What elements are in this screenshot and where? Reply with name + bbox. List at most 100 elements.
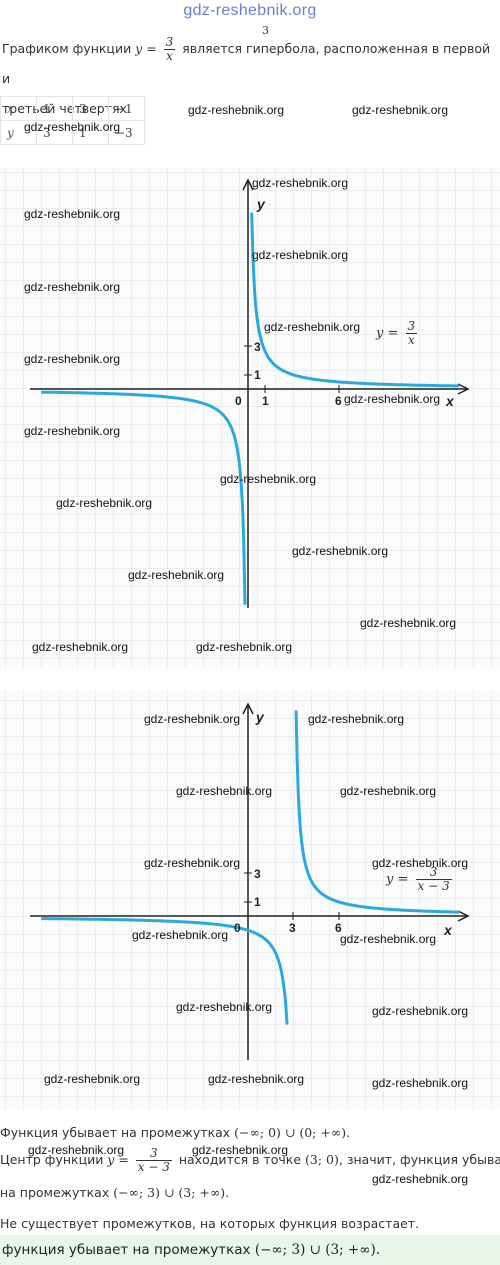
y-axis-arrow-icon: [242, 702, 254, 715]
watermark: gdz-reshebnik.org: [24, 424, 121, 438]
intro-prefix: Графиком функции: [2, 41, 136, 56]
watermark: gdz-reshebnik.org: [292, 544, 389, 558]
watermark: gdz-reshebnik.org: [56, 496, 153, 510]
watermark: gdz-reshebnik.org: [176, 784, 273, 798]
tick-label-x6: 6: [335, 394, 342, 408]
graph-1-grid: [0, 168, 500, 668]
function-label-2-lhs: y =: [386, 872, 413, 887]
intro-suffix: является гипербола, расположенная в перв…: [2, 41, 491, 86]
function-label-1-num: 3: [405, 319, 418, 334]
conclusion-4-text: Не существует промежутков, на которых фу…: [0, 1216, 420, 1231]
conclusion-2-mid: находится в точке: [174, 1152, 306, 1167]
watermark: gdz-reshebnik.org: [344, 392, 441, 406]
table-cell: −3: [108, 120, 145, 145]
watermark: gdz-reshebnik.org: [28, 1143, 125, 1157]
watermark: gdz-reshebnik.org: [372, 1076, 469, 1090]
watermark: gdz-reshebnik.org: [32, 640, 129, 654]
watermark: gdz-reshebnik.org: [340, 784, 437, 798]
function-label-1-lhs: y =: [376, 326, 403, 341]
conclusion-line-1: Функция убывает на промежутках (−∞; 0) ∪…: [0, 1125, 350, 1140]
conclusion-2-num: 3: [135, 1147, 172, 1161]
x-axis-arrow-icon: [457, 910, 470, 922]
table-cell: 3: [72, 96, 109, 121]
watermark: gdz-reshebnik.org: [24, 280, 121, 294]
watermark: gdz-reshebnik.org: [208, 1072, 305, 1086]
conclusion-2-suffix: , значит, функция убывает: [338, 1152, 500, 1167]
watermark: gdz-reshebnik.org: [372, 1172, 469, 1186]
tick-label-y1: 1: [254, 368, 261, 382]
watermark: gdz-reshebnik.org: [24, 352, 121, 366]
watermark: gdz-reshebnik.org: [24, 207, 121, 221]
conclusion-2-y: y: [107, 1152, 115, 1167]
intro-y-var: y: [135, 41, 143, 56]
conclusion-2-point: (3; 0): [305, 1152, 339, 1167]
answer-box: функция убывает на промежутках (−∞; 3) ∪…: [0, 1235, 500, 1265]
hyperbola-branch-positive: [294, 710, 460, 914]
watermark: gdz-reshebnik.org: [132, 928, 229, 942]
conclusion-3-prefix: на промежутках: [0, 1185, 114, 1200]
values-table: x 1 3 −1 y 3 1 −3: [0, 96, 145, 145]
tick-label-x3: 3: [289, 921, 296, 935]
watermark: gdz-reshebnik.org: [144, 856, 241, 870]
intro-frac-den: x: [166, 49, 173, 63]
watermark: gdz-reshebnik.org: [352, 103, 449, 117]
y-axis-label: y: [256, 196, 266, 212]
watermark: gdz-reshebnik.org: [340, 932, 437, 946]
table-cell: 1: [72, 120, 109, 145]
watermark: gdz-reshebnik.org: [44, 1072, 141, 1086]
function-label-2-num: 3: [415, 866, 452, 880]
watermark: gdz-reshebnik.org: [196, 640, 293, 654]
x-axis-label: x: [445, 393, 455, 409]
stray-digit: 3: [262, 24, 269, 37]
watermark: gdz-reshebnik.org: [372, 856, 469, 870]
conclusion-1-math: (−∞; 0) ∪ (0; +∞).: [234, 1125, 351, 1140]
x-axis-label: x: [443, 922, 453, 938]
table-cell: 1: [36, 96, 73, 121]
conclusion-2-eq: =: [114, 1152, 133, 1167]
table-cell: −1: [108, 96, 145, 121]
table-cell: x: [0, 96, 37, 121]
watermark: gdz-reshebnik.org: [24, 120, 121, 134]
watermark: gdz-reshebnik.org: [176, 1000, 273, 1014]
table-row-y: y 3 1 −3: [0, 120, 145, 145]
watermark: gdz-reshebnik.org: [144, 712, 241, 726]
watermark: gdz-reshebnik.org: [252, 248, 349, 262]
graph-1-canvas: y x 0 1 6 1 3: [0, 168, 500, 668]
watermark: gdz-reshebnik.org: [372, 1004, 469, 1018]
tick-label-zero: 0: [234, 921, 241, 935]
watermark: gdz-reshebnik.org: [308, 712, 405, 726]
graph-2-canvas: y x 0 3 6 1 3: [0, 690, 500, 1110]
top-watermark: gdz-reshebnik.org: [183, 2, 317, 19]
x-axis-arrow-icon: [457, 383, 470, 395]
hyperbola-branch-positive: [250, 212, 460, 388]
conclusion-line-3: на промежутках (−∞; 3) ∪ (3; +∞).: [0, 1185, 229, 1200]
function-label-1-den: x: [407, 333, 415, 347]
watermark: gdz-reshebnik.org: [264, 320, 361, 334]
y-axis-label: y: [255, 709, 265, 725]
function-label-2-den: x − 3: [417, 879, 450, 893]
table-row-x: x 1 3 −1: [0, 96, 145, 121]
conclusion-line-4: Не существует промежутков, на которых фу…: [0, 1216, 419, 1231]
tick-label-y1: 1: [254, 895, 261, 909]
answer-prefix: функция убывает на промежутках: [2, 1242, 255, 1258]
hyperbola-branch-negative: [41, 390, 247, 605]
intro-eq: =: [142, 41, 161, 56]
conclusion-1-prefix: Функция убывает на промежутках: [0, 1125, 235, 1140]
graph-2-grid: [0, 690, 500, 1110]
watermark: gdz-reshebnik.org: [220, 472, 317, 486]
watermark: gdz-reshebnik.org: [252, 176, 349, 190]
tick-label-zero: 0: [235, 394, 242, 408]
watermark: gdz-reshebnik.org: [192, 1143, 289, 1157]
watermark: gdz-reshebnik.org: [128, 568, 225, 582]
conclusion-2-prefix: Центр функции: [0, 1152, 108, 1167]
tick-label-y3: 3: [254, 340, 261, 354]
tick-label-y3: 3: [254, 867, 261, 881]
